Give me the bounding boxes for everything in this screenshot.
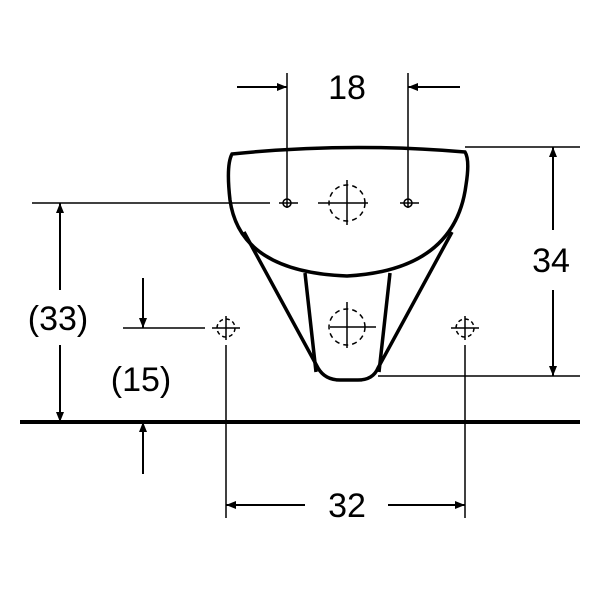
dim-34-label: 34	[532, 242, 570, 280]
urinal-outline	[226, 145, 470, 382]
hole-markers	[212, 180, 479, 348]
dim-15-label: (15)	[111, 361, 171, 399]
drain-hole-upper	[318, 180, 368, 225]
bolt-hole-right	[451, 316, 479, 340]
dim-33-label: (33)	[28, 300, 88, 338]
drain-hole-lower	[328, 302, 376, 348]
dim-18-label: 18	[328, 69, 366, 107]
dim-32-label: 32	[328, 487, 366, 525]
bracket-hole-right	[400, 198, 419, 208]
dimension-lines	[32, 73, 580, 518]
bolt-hole-left	[212, 316, 240, 340]
bracket-hole-left	[279, 198, 298, 208]
